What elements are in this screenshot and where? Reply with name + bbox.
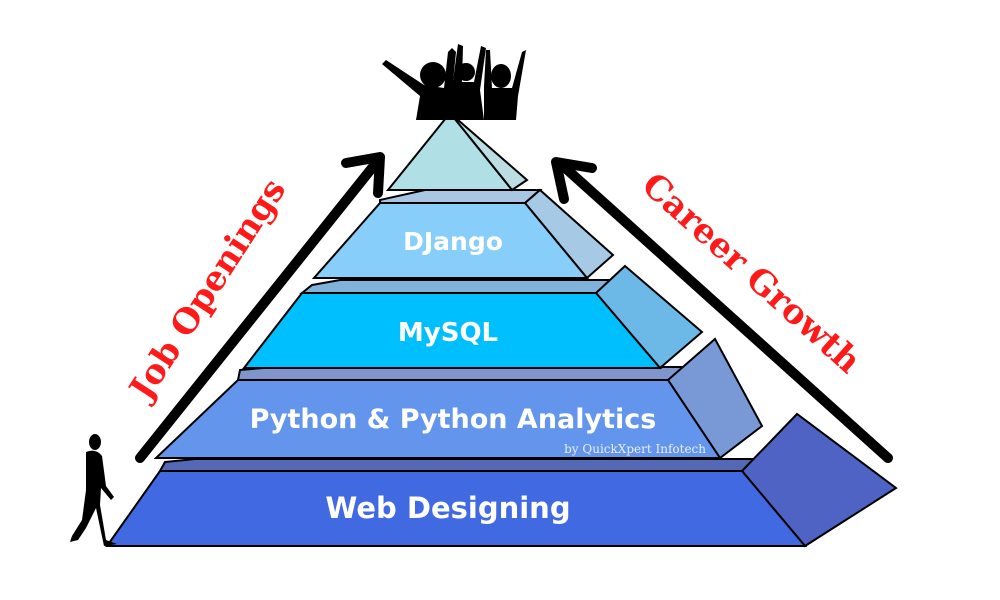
apex-front-face	[385, 111, 515, 191]
tier-top-ledge	[379, 189, 543, 204]
tier-top-ledge	[299, 279, 626, 294]
tier-label: MySQL	[398, 318, 498, 348]
career-growth-arrow	[551, 157, 893, 463]
arrow-shaft	[557, 160, 893, 463]
tier-front-face	[105, 470, 808, 547]
tier-label: DJango	[403, 227, 503, 256]
tier-django: DJango	[311, 188, 615, 280]
arrow-head	[551, 157, 597, 204]
tier-front-face	[153, 379, 722, 459]
tier-label: Python & Python Analytics	[250, 404, 657, 435]
credit-text: by QuickXpert Infotech	[564, 442, 706, 456]
tier-top-ledge	[158, 458, 764, 472]
tier-label: Web Designing	[325, 491, 570, 525]
arrow-head	[341, 152, 385, 198]
tier-apex	[385, 111, 529, 192]
tier-web-designing: Web Designing	[105, 412, 898, 548]
person-walking-icon	[70, 434, 117, 546]
arrow-shaft	[135, 158, 381, 463]
tier-front-face	[241, 292, 663, 369]
people-celebrating-icon	[382, 44, 526, 120]
tier-front-face	[311, 202, 590, 279]
tier-mysql: MySQL	[241, 264, 704, 370]
tier-python: Python & Python Analytics by QuickXpert …	[153, 337, 764, 460]
job-openings-arrow	[135, 152, 385, 463]
